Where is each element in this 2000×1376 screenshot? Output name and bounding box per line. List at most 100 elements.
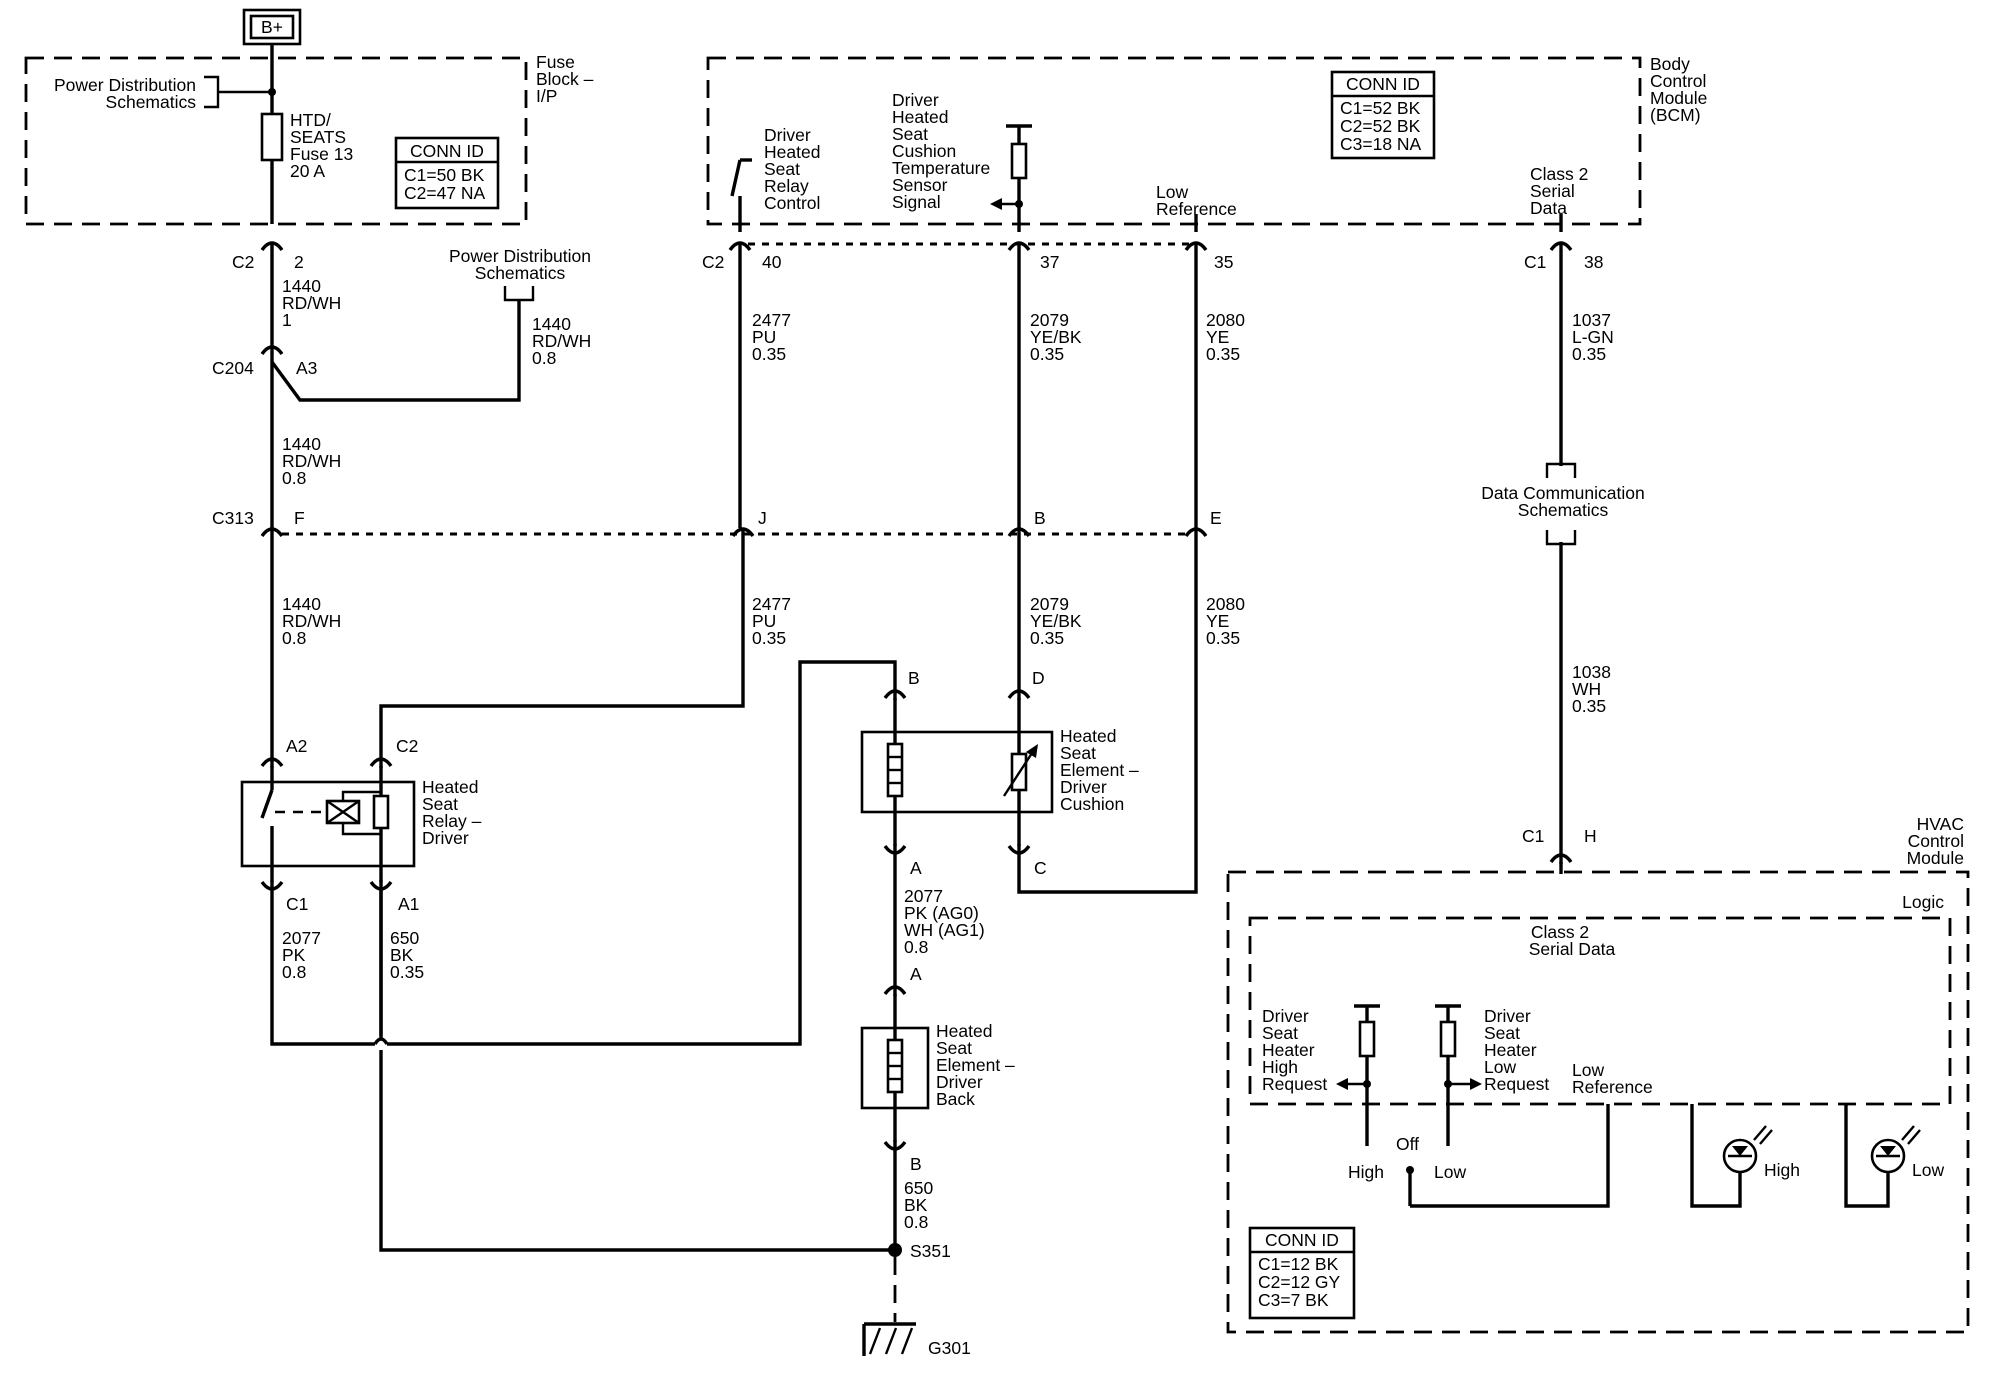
svg-text:C204: C204 bbox=[212, 358, 254, 378]
hvac-high-indicator: High bbox=[1690, 1104, 1800, 1208]
svg-text:J: J bbox=[758, 508, 767, 528]
svg-text:A: A bbox=[910, 964, 922, 984]
svg-text:CONN ID: CONN ID bbox=[1346, 74, 1420, 94]
svg-text:B: B bbox=[910, 1154, 922, 1174]
b-plus-terminal: B+ bbox=[242, 8, 302, 46]
connector-symbols bbox=[260, 241, 1573, 1151]
svg-text:Low: Low bbox=[1912, 1160, 1944, 1180]
svg-text:High: High bbox=[1764, 1160, 1800, 1180]
ground-g301: G301 bbox=[862, 1257, 971, 1358]
svg-text:C: C bbox=[1034, 858, 1047, 878]
svg-text:B: B bbox=[908, 668, 920, 688]
svg-text:C1: C1 bbox=[286, 894, 308, 914]
svg-text:C1=12 BK: C1=12 BK bbox=[1258, 1254, 1339, 1274]
svg-text:C1=52 BK: C1=52 BK bbox=[1340, 98, 1421, 118]
wire-2080 bbox=[1017, 252, 1198, 894]
wire-2077-relay bbox=[270, 660, 897, 1046]
svg-text:High: High bbox=[1348, 1162, 1384, 1182]
svg-text:C3=18 NA: C3=18 NA bbox=[1340, 134, 1422, 154]
wire-650-ground bbox=[373, 890, 897, 1252]
wire-1440-feed bbox=[270, 252, 521, 758]
connector-labels: C2 2 C204 A3 C313 F J B E C2 40 37 35 C1… bbox=[212, 252, 1603, 1174]
svg-text:C2: C2 bbox=[702, 252, 724, 272]
svg-text:2: 2 bbox=[294, 252, 304, 272]
svg-text:D: D bbox=[1032, 668, 1045, 688]
svg-text:C1=50 BK: C1=50 BK bbox=[404, 165, 485, 185]
svg-text:35: 35 bbox=[1214, 252, 1233, 272]
svg-text:C2=47 NA: C2=47 NA bbox=[404, 183, 486, 203]
splice-s351: S351 bbox=[888, 1241, 951, 1261]
hvac-low-indicator: Low bbox=[1844, 1104, 1944, 1208]
svg-text:A2: A2 bbox=[286, 736, 307, 756]
svg-text:G301: G301 bbox=[928, 1338, 971, 1358]
svg-text:B+: B+ bbox=[261, 17, 283, 37]
svg-text:A: A bbox=[910, 858, 922, 878]
hvac-mode-switch: Off bbox=[1396, 1104, 1610, 1208]
svg-text:37: 37 bbox=[1040, 252, 1059, 272]
svg-text:C2=52 BK: C2=52 BK bbox=[1340, 116, 1421, 136]
svg-text:A1: A1 bbox=[398, 894, 419, 914]
svg-text:Low: Low bbox=[1434, 1162, 1466, 1182]
wire-class2-serial-data bbox=[1545, 252, 1577, 854]
svg-text:40: 40 bbox=[762, 252, 782, 272]
svg-text:F: F bbox=[294, 508, 305, 528]
wire-2477 bbox=[379, 252, 745, 758]
svg-text:CONN ID: CONN ID bbox=[410, 141, 484, 161]
bcm-conn-id: CONN ID C1=52 BK C2=52 BK C3=18 NA bbox=[1330, 70, 1436, 160]
svg-text:Logic: Logic bbox=[1902, 892, 1944, 912]
svg-text:C3=7 BK: C3=7 BK bbox=[1258, 1290, 1329, 1310]
svg-text:B: B bbox=[1034, 508, 1046, 528]
svg-text:C1: C1 bbox=[1524, 252, 1546, 272]
svg-text:H: H bbox=[1584, 826, 1597, 846]
svg-text:C2: C2 bbox=[232, 252, 254, 272]
svg-text:E: E bbox=[1210, 508, 1222, 528]
fuse-block-conn-id: CONN ID C1=50 BK C2=47 NA bbox=[394, 136, 500, 210]
svg-text:C313: C313 bbox=[212, 508, 254, 528]
svg-text:S351: S351 bbox=[910, 1241, 951, 1261]
